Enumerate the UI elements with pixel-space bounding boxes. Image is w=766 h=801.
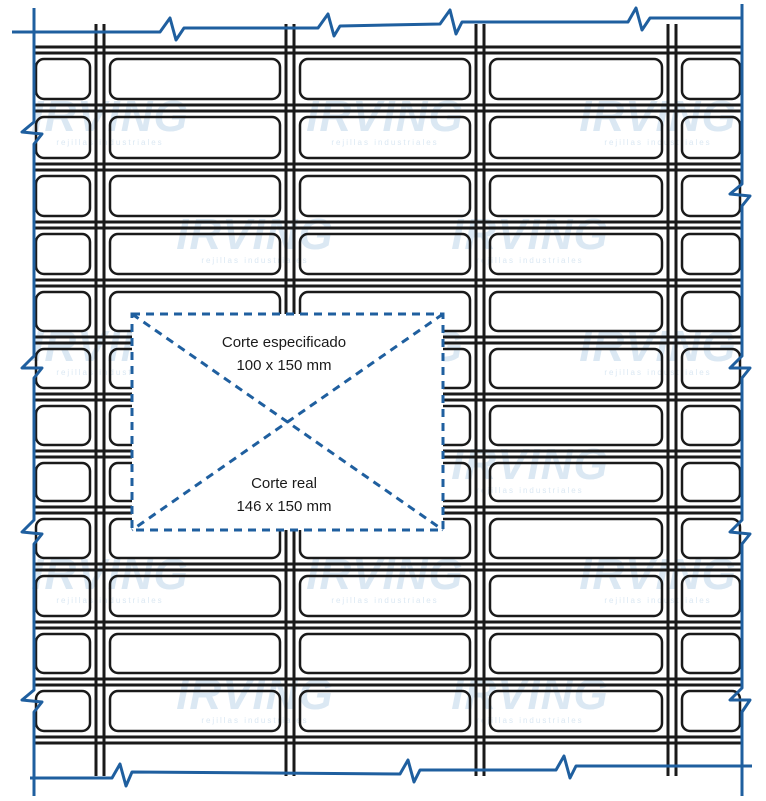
watermark-tagline: rejillas industriales <box>476 716 583 725</box>
grating-slot <box>680 404 742 447</box>
outline-left <box>20 8 44 796</box>
grating-slot <box>34 404 92 447</box>
grating-slot <box>680 574 742 618</box>
grating-slot <box>680 232 742 276</box>
watermark-tagline: rejillas industriales <box>604 368 711 377</box>
grating-slot <box>488 632 664 675</box>
panel-outline <box>12 4 752 796</box>
grating-slot <box>488 347 664 390</box>
grating-slot <box>108 174 282 218</box>
grating-slot <box>680 115 742 160</box>
grating-slot <box>680 174 742 218</box>
grating-slot <box>680 461 742 503</box>
grating-slot <box>298 574 472 618</box>
watermark-tagline: rejillas industriales <box>331 596 438 605</box>
grating-slot <box>108 115 282 160</box>
actual-cut-size: 146 x 150 mm <box>236 498 331 515</box>
actual-cut-label: Corte real <box>251 475 317 492</box>
grating-slot <box>34 115 92 160</box>
grating-slot <box>34 57 92 101</box>
grating-slot <box>34 174 92 218</box>
grating-slot <box>298 689 472 733</box>
outline-bottom <box>30 754 752 788</box>
grating-slot <box>488 689 664 733</box>
grating-slot <box>680 517 742 560</box>
grating-slot <box>488 574 664 618</box>
grating-slot <box>34 232 92 276</box>
grating-slot <box>298 174 472 218</box>
grating-slot <box>298 632 472 675</box>
grating-slot <box>488 404 664 447</box>
grating-slot <box>298 232 472 276</box>
specified-cut-label: Corte especificado <box>222 334 346 351</box>
cut-outline <box>130 312 445 532</box>
grating-slot <box>488 115 664 160</box>
watermark-tagline: rejillas industriales <box>604 138 711 147</box>
cut-diagonal-2 <box>131 312 444 532</box>
grating-slot <box>298 115 472 160</box>
grating-slot <box>108 689 282 733</box>
watermark-tagline: rejillas industriales <box>201 256 308 265</box>
grating-slot <box>680 632 742 675</box>
watermark-tagline: rejillas industriales <box>476 256 583 265</box>
grating-slot <box>34 574 92 618</box>
grating-slot <box>488 290 664 333</box>
grating-slot <box>108 57 282 101</box>
grating-slot <box>34 290 92 333</box>
watermark-tagline: rejillas industriales <box>331 138 438 147</box>
grating-slot <box>488 517 664 560</box>
outline-right <box>728 4 752 796</box>
grating-slot <box>34 517 92 560</box>
specified-cut-size: 100 x 150 mm <box>236 357 331 374</box>
grating-slot <box>298 57 472 101</box>
watermark-tagline: rejillas industriales <box>201 716 308 725</box>
grating-slot <box>108 232 282 276</box>
grating-slot <box>488 174 664 218</box>
grating-slot <box>680 689 742 733</box>
grating-slot <box>680 290 742 333</box>
grating-slot <box>488 232 664 276</box>
outline-top <box>12 6 742 42</box>
grating-slot <box>108 574 282 618</box>
grating-slot <box>680 57 742 101</box>
watermark-tagline: rejillas industriales <box>604 596 711 605</box>
grating-slot <box>34 689 92 733</box>
grating-slot <box>108 632 282 675</box>
grating-slot <box>488 57 664 101</box>
grating-slot <box>34 632 92 675</box>
grating-slot <box>488 461 664 503</box>
grating-slot <box>34 461 92 503</box>
watermark-brand: IRVING <box>176 670 334 719</box>
watermark-tagline: rejillas industriales <box>476 486 583 495</box>
